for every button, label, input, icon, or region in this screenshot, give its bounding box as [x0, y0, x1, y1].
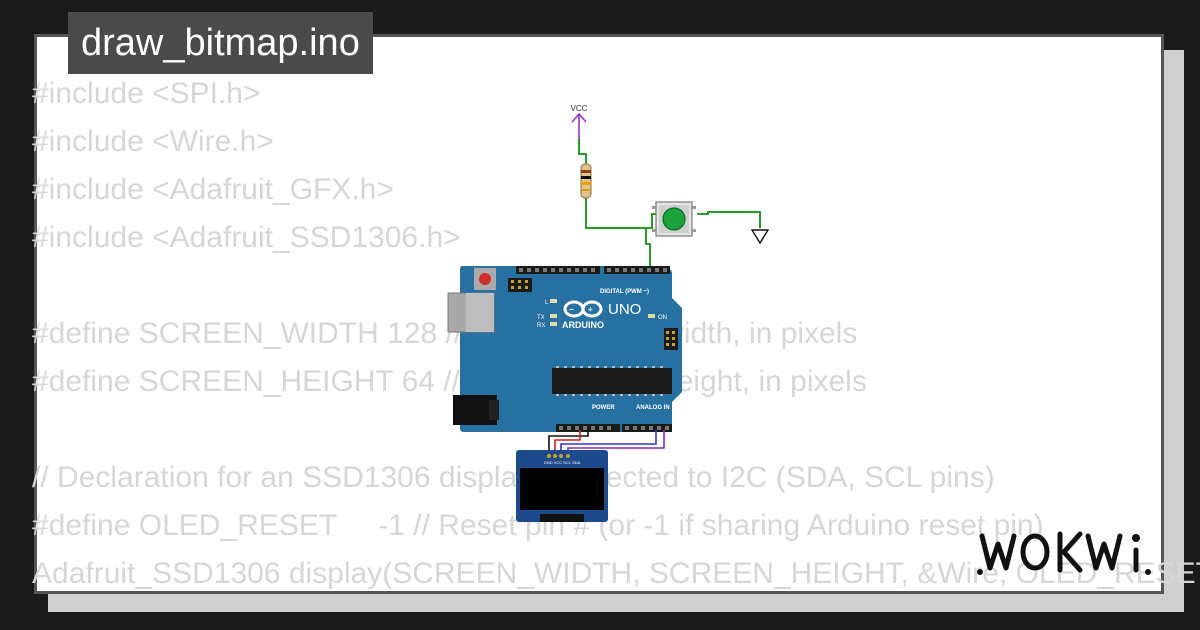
code-listing: #include <SPI.h> #include <Wire.h> #includ…	[32, 70, 1200, 598]
wokwi-logo	[977, 531, 1151, 575]
oled-display: GND VCC SCL SDA	[516, 450, 608, 522]
code-line: #include <Wire.h>	[32, 125, 274, 158]
arduino-infinity-icon	[563, 300, 603, 318]
board-model: UNO	[608, 301, 641, 318]
code-line: // Declaration for an SSD1306 display co…	[32, 461, 995, 494]
code-line: #include <SPI.h>	[32, 77, 261, 110]
header-digital-high	[516, 266, 600, 274]
push-button[interactable]	[652, 201, 696, 237]
vcc-label: VCC	[571, 104, 588, 113]
atmega-chip	[552, 368, 672, 394]
header-analog	[622, 424, 672, 432]
led-on-label: ON	[658, 315, 667, 321]
led-rx-label: RX	[537, 323, 545, 329]
oled-screen	[520, 468, 604, 510]
arduino-uno-board[interactable]: DIGITAL (PWM ~) L TX RX ON − + ARDUINO U…	[447, 266, 682, 432]
power-header-label: POWER	[592, 405, 615, 411]
oled-pin-labels: GND VCC SCL SDA	[544, 460, 581, 465]
code-line: Adafruit_SSD1306 display(SCREEN_WIDTH, S…	[32, 557, 1200, 590]
vcc-symbol	[571, 112, 587, 138]
digital-header-label: DIGITAL (PWM ~)	[600, 289, 649, 295]
board-brand: ARDUINO	[562, 320, 604, 330]
resistor	[580, 163, 592, 199]
header-power	[556, 424, 620, 432]
project-title: draw_bitmap.ino	[68, 12, 373, 74]
led-tx-label: TX	[537, 315, 545, 321]
code-line: #include <Adafruit_SSD1306.h>	[32, 221, 461, 254]
code-line: #include <Adafruit_GFX.h>	[32, 173, 394, 206]
analog-header-label: ANALOG IN	[636, 405, 670, 411]
header-digital-low	[604, 266, 670, 274]
code-line: #define OLED_RESET -1 // Reset pin # (or…	[32, 509, 1044, 542]
ground-icon	[750, 229, 770, 245]
wire-vcc-resistor	[578, 138, 761, 270]
svg-text:+: +	[588, 305, 593, 314]
svg-text:−: −	[569, 305, 574, 314]
led-l-label: L	[545, 300, 549, 306]
